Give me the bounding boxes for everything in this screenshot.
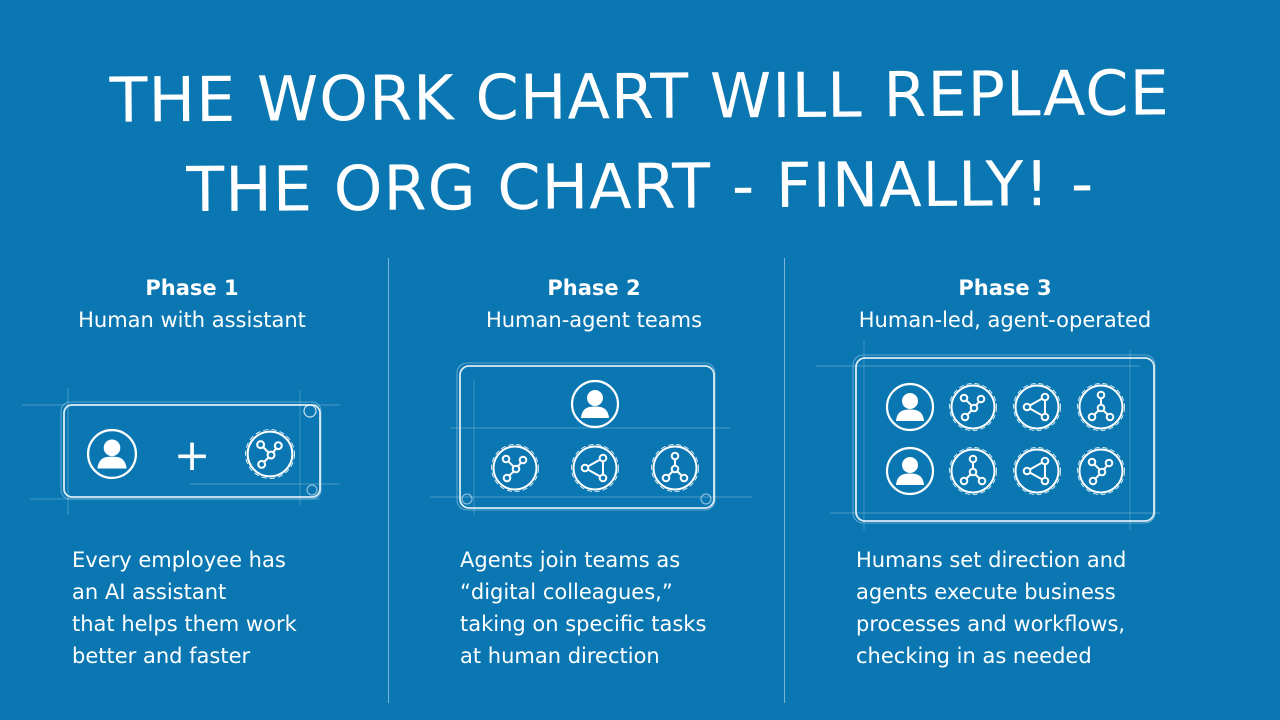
phase-1-description-line: better and faster bbox=[72, 644, 251, 668]
phase-3-description-line: Humans set direction and bbox=[856, 548, 1127, 572]
agent-network-icon bbox=[570, 443, 620, 493]
phase-3-description-line: checking in as needed bbox=[856, 644, 1092, 668]
phase-3-description: Humans set direction and agents execute … bbox=[856, 544, 1126, 672]
phase-3-description-line: agents execute business bbox=[856, 580, 1116, 604]
agent-network-icon bbox=[1012, 382, 1062, 432]
agent-network-icon bbox=[948, 446, 998, 496]
agent-network-icon bbox=[244, 428, 296, 480]
phase-1-description-line: that helps them work bbox=[72, 612, 297, 636]
phase-2-description-line: “digital colleagues,” bbox=[460, 580, 673, 604]
phase-3-description-line: processes and workflows, bbox=[856, 612, 1126, 636]
phase-2-description-line: taking on specific tasks bbox=[460, 612, 707, 636]
phase-2-subtitle: Human-agent teams bbox=[485, 308, 703, 332]
person-icon bbox=[86, 428, 138, 480]
phase-1-label: Phase 1 bbox=[145, 276, 239, 300]
person-icon bbox=[885, 382, 935, 432]
phase-3-label: Phase 3 bbox=[958, 276, 1052, 300]
phase-1-description-line: Every employee has bbox=[72, 548, 286, 572]
phase-3-subtitle: Human-led, agent-operated bbox=[858, 308, 1152, 332]
agent-network-icon bbox=[650, 443, 700, 493]
column-divider-1 bbox=[388, 258, 389, 703]
phase-2-description: Agents join teams as “digital colleagues… bbox=[460, 544, 706, 672]
agent-network-icon bbox=[948, 382, 998, 432]
phase-2-frame bbox=[430, 362, 752, 515]
phase-1-description: Every employee has an AI assistant that … bbox=[72, 544, 297, 672]
agent-network-icon bbox=[1012, 446, 1062, 496]
agent-network-icon bbox=[1076, 382, 1126, 432]
phase-2-label: Phase 2 bbox=[547, 276, 641, 300]
person-icon bbox=[570, 379, 620, 429]
plus-sign: + bbox=[174, 430, 211, 481]
phase-3-frame bbox=[816, 340, 1160, 530]
person-icon bbox=[885, 446, 935, 496]
agent-network-icon bbox=[1076, 446, 1126, 496]
phase-1-frame bbox=[22, 388, 340, 515]
column-divider-2 bbox=[784, 258, 785, 703]
phase-2-description-line: Agents join teams as bbox=[460, 548, 681, 572]
phase-1-description-line: an AI assistant bbox=[72, 580, 227, 604]
agent-network-icon bbox=[490, 443, 540, 493]
phase-2-description-line: at human direction bbox=[460, 644, 660, 668]
phase-1-subtitle: Human with assistant bbox=[78, 308, 306, 332]
